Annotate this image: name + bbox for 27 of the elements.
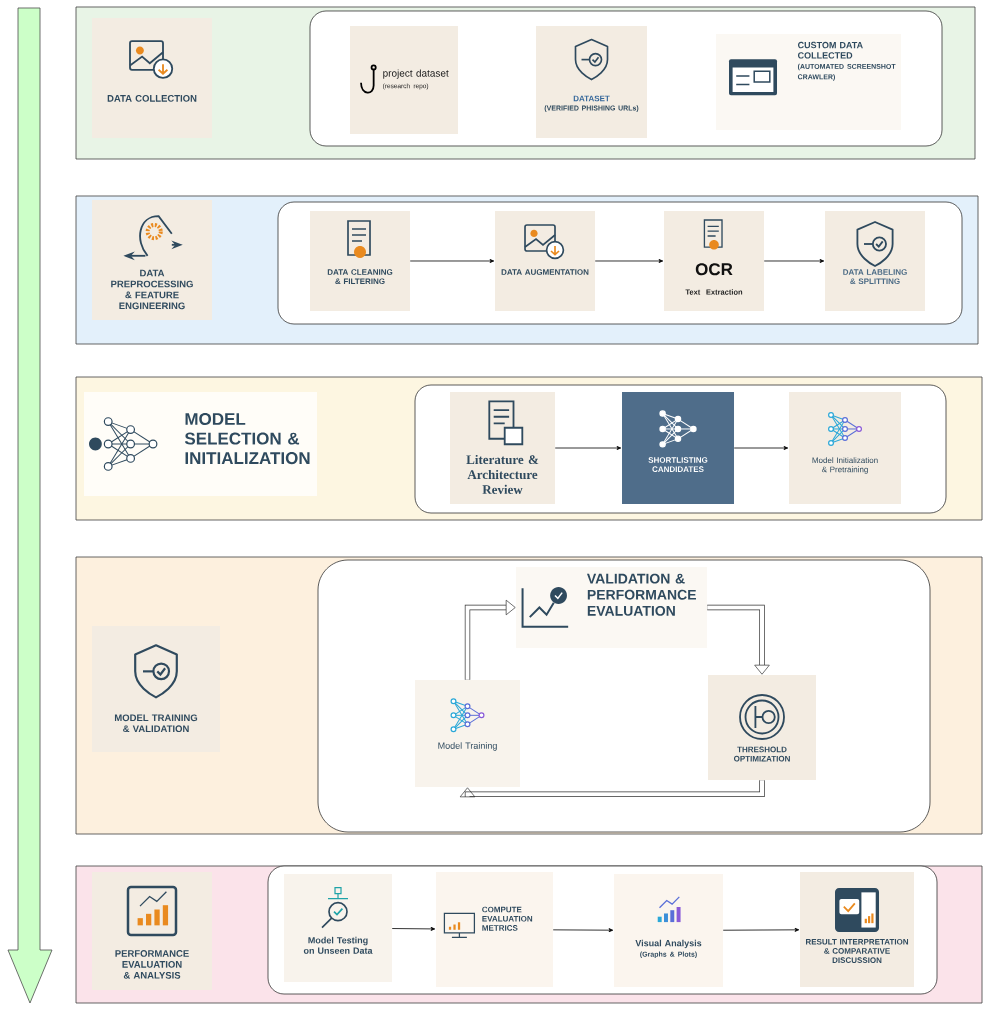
step-card: Literature & Architecture Review (450, 392, 555, 504)
stage-card: DATA COLLECTION (92, 18, 212, 138)
arrow (552, 928, 614, 933)
arrow (554, 446, 622, 450)
step-card: VALIDATION & PERFORMANCE EVALUATION (516, 567, 707, 648)
step-card: SHORTLISTING CANDIDATES (622, 392, 734, 504)
arrow (707, 604, 770, 675)
arrow (391, 926, 436, 931)
arrow (594, 259, 664, 263)
step-card: Model Testing on Unseen Data (284, 874, 392, 982)
step-card: DATA CLEANING & FILTERING (310, 211, 410, 311)
step-card: COMPUTE EVALUATION METRICS (436, 872, 553, 987)
stage-card: DATA PREPROCESSING & FEATURE ENGINEERING (92, 200, 212, 320)
arrow (733, 446, 789, 450)
arrow (409, 259, 495, 263)
step-card: DATA AUGMENTATION (495, 211, 595, 311)
stage-card: MODEL SELECTION & INITIALIZATION (84, 392, 317, 496)
step-card: DATA LABELING & SPLITTING (825, 211, 925, 311)
arrow (763, 259, 825, 263)
stage-card: MODEL TRAINING & VALIDATION (92, 626, 220, 752)
step-card: Model Initialization & Pretraining (789, 392, 901, 504)
step-card: THRESHOLD OPTIMIZATION (708, 675, 816, 780)
step-card: Model Training (415, 680, 520, 787)
arrow (464, 599, 516, 680)
stage-card: PERFORMANCE EVALUATION & ANALYSIS (92, 872, 212, 990)
arrow (459, 780, 765, 798)
arrow (722, 927, 800, 932)
